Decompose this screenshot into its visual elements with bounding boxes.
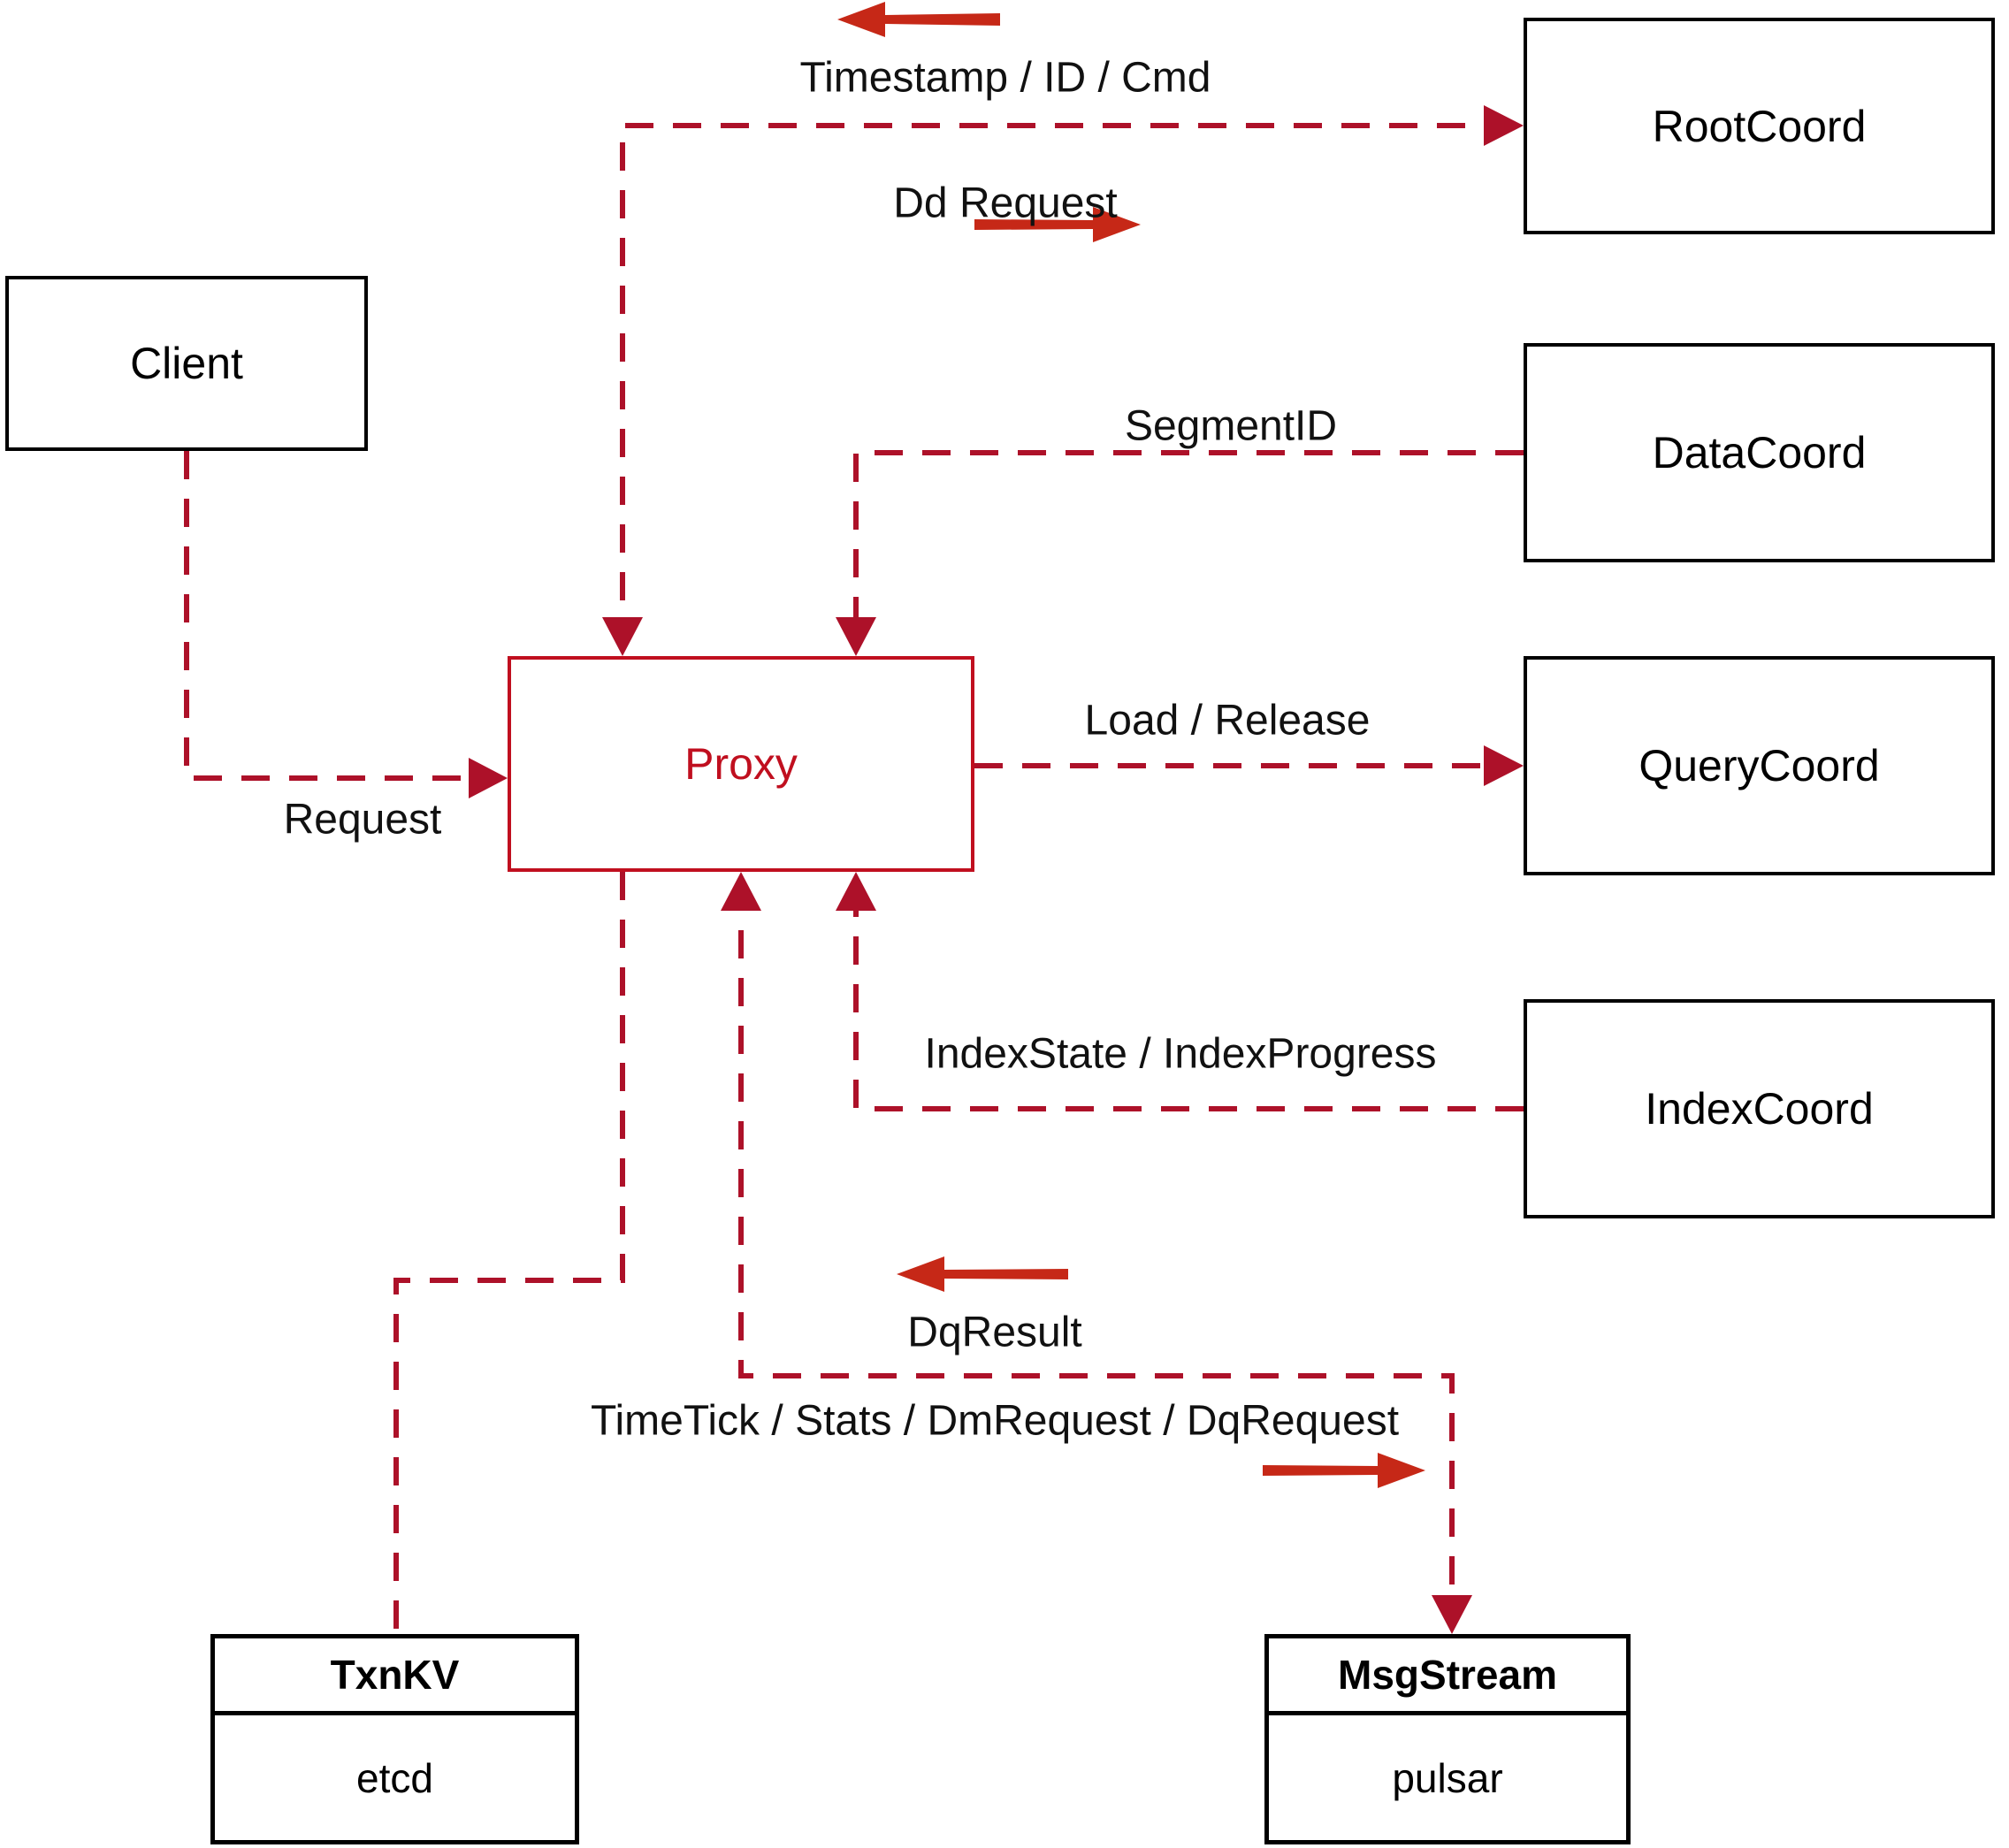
node-datacoord: DataCoord — [1524, 343, 1995, 562]
arrow-right-dd-request-icon — [974, 207, 1141, 242]
arrowhead-into-proxy-top-right-icon — [836, 617, 876, 656]
node-proxy: Proxy — [508, 656, 974, 872]
arrowhead-into-rootcoord-icon — [1484, 105, 1524, 146]
node-datacoord-label: DataCoord — [1652, 428, 1867, 477]
node-indexcoord: IndexCoord — [1524, 999, 1995, 1218]
node-txnkv-subtitle: etcd — [356, 1754, 433, 1801]
node-txnkv-title: TxnKV — [215, 1638, 575, 1715]
arrowhead-into-proxy-top-left-icon — [602, 617, 643, 656]
edge-rootcoord-proxy — [620, 123, 1513, 646]
node-proxy-label: Proxy — [684, 739, 798, 789]
arrow-left-dqresult-icon — [897, 1256, 1068, 1292]
edge-proxy-txnkv — [393, 872, 625, 1632]
arrowhead-into-querycoord-icon — [1484, 745, 1524, 786]
node-client: Client — [5, 276, 368, 451]
label-dd-request: Dd Request — [893, 179, 1118, 227]
node-txnkv: TxnKV etcd — [210, 1634, 579, 1844]
node-msgstream-subtitle: pulsar — [1392, 1754, 1503, 1801]
arrowhead-into-proxy-left-icon — [469, 758, 508, 798]
arrow-left-timestamp-icon — [837, 2, 1000, 37]
edge-indexcoord-proxy — [853, 882, 1524, 1111]
node-client-label: Client — [130, 339, 243, 388]
node-msgstream: MsgStream pulsar — [1264, 1634, 1631, 1844]
label-segment-id: SegmentID — [1124, 402, 1338, 450]
node-rootcoord-label: RootCoord — [1652, 101, 1867, 151]
edge-datacoord-proxy — [853, 450, 1524, 646]
arrowhead-into-proxy-bottom-mid-icon — [721, 872, 761, 911]
node-indexcoord-label: IndexCoord — [1645, 1084, 1874, 1134]
node-msgstream-title: MsgStream — [1269, 1638, 1626, 1715]
label-timestamp-id-cmd: Timestamp / ID / Cmd — [799, 54, 1211, 102]
label-load-release: Load / Release — [1084, 697, 1371, 745]
label-request: Request — [283, 796, 442, 844]
arrowhead-into-proxy-bottom-right-icon — [836, 872, 876, 911]
edge-proxy-msgstream — [738, 882, 1455, 1623]
node-rootcoord: RootCoord — [1524, 18, 1995, 234]
label-indexstate-indexprogress: IndexState / IndexProgress — [924, 1030, 1437, 1078]
arrowhead-into-msgstream-icon — [1432, 1595, 1472, 1634]
node-querycoord: QueryCoord — [1524, 656, 1995, 875]
arrow-right-timetick-icon — [1263, 1453, 1425, 1488]
label-timetick-stats: TimeTick / Stats / DmRequest / DqRequest — [590, 1397, 1400, 1445]
node-querycoord-label: QueryCoord — [1639, 741, 1880, 790]
label-dqresult: DqResult — [907, 1309, 1082, 1356]
edge-client-proxy — [184, 451, 497, 781]
